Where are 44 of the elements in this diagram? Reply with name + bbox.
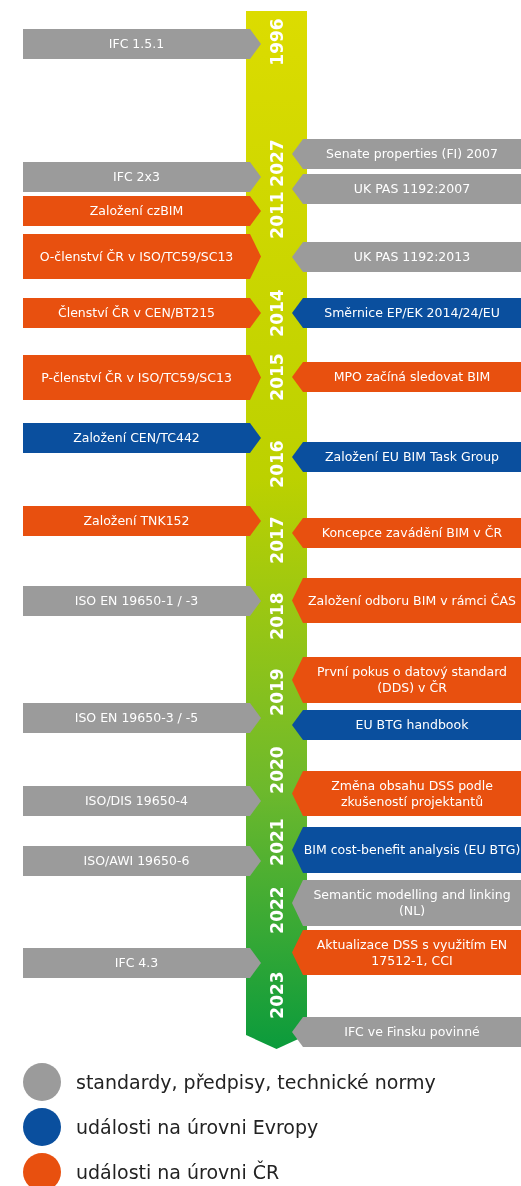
timeline-event-box: Senate properties (FI) 2007 (292, 139, 521, 169)
timeline-event-box: Založení odboru BIM v rámci ČAS (292, 578, 521, 623)
year-label: 2017 (266, 516, 287, 564)
timeline-event-box: MPO začíná sledovat BIM (292, 362, 521, 392)
timeline-event-box: IFC ve Finsku povinné (292, 1017, 521, 1047)
timeline-event-box: IFC 1.5.1 (23, 29, 261, 59)
timeline-event-box: Semantic modelling and linking (NL) (292, 880, 521, 926)
legend-text: události na úrovni ČR (76, 1160, 280, 1184)
timeline-event-box: Založení CEN/TC442 (23, 423, 261, 453)
timeline-event-box: IFC 2x3 (23, 162, 261, 192)
timeline-event-box: BIM cost-benefit analysis (EU BTG) (292, 827, 521, 873)
timeline-event-box: ISO EN 19650-1 / -3 (23, 586, 261, 616)
timeline-event-box: Založení TNK152 (23, 506, 261, 536)
timeline-event-box: EU BTG handbook (292, 710, 521, 740)
timeline-event-box: Směrnice EP/EK 2014/24/EU (292, 298, 521, 328)
year-label: 2016 (266, 440, 287, 488)
timeline-event-box: První pokus o datový standard (DDS) v ČR (292, 657, 521, 703)
year-label: 2022 (266, 886, 287, 934)
year-label: 2021 (266, 818, 287, 866)
timeline-event-box: Koncepce zavádění BIM v ČR (292, 518, 521, 548)
year-label: 1996 (266, 18, 287, 66)
timeline-event-box: ISO/AWI 19650-6 (23, 846, 261, 876)
year-label: 2020 (266, 746, 287, 794)
year-label: 2019 (266, 668, 287, 716)
year-label: 2018 (266, 592, 287, 640)
year-label: 2015 (266, 353, 287, 401)
timeline-event-box: UK PAS 1192:2007 (292, 174, 521, 204)
legend-text: standardy, předpisy, technické normy (76, 1070, 436, 1094)
timeline-event-box: Aktualizace DSS s využitím EN 17512-1, CCI (292, 930, 521, 975)
year-label: 2011 (266, 191, 287, 239)
year-label: 2023 (266, 971, 287, 1019)
timeline-event-box: ISO/DIS 19650-4 (23, 786, 261, 816)
timeline-event-box: Založení czBIM (23, 196, 261, 226)
year-label: 2027 (266, 139, 287, 187)
timeline-event-box: Členství ČR v CEN/BT215 (23, 298, 261, 328)
timeline-event-box: UK PAS 1192:2013 (292, 242, 521, 272)
year-label: 2014 (266, 289, 287, 337)
timeline-event-box: Založení EU BIM Task Group (292, 442, 521, 472)
timeline-event-box: P-členství ČR v ISO/TC59/SC13 (23, 355, 261, 400)
timeline-event-box: IFC 4.3 (23, 948, 261, 978)
timeline-event-box: Změna obsahu DSS podle zkušeností projektantů (292, 771, 521, 816)
timeline-event-box: ISO EN 19650-3 / -5 (23, 703, 261, 733)
timeline-event-box: O-členství ČR v ISO/TC59/SC13 (23, 234, 261, 279)
legend-text: události na úrovni Evropy (76, 1115, 319, 1139)
